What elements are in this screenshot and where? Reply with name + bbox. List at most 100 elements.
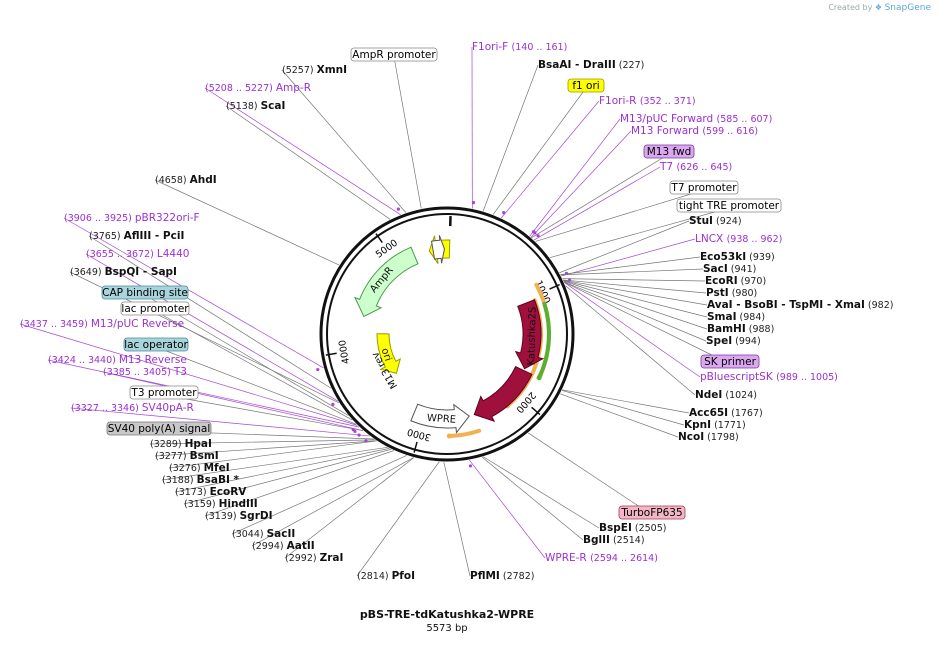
site-label: KpnI (1771) <box>684 419 746 431</box>
feature-tag-box <box>350 47 438 62</box>
site-bglii[interactable]: BglII (2514) <box>583 534 645 546</box>
site-bspei[interactable]: BspEI (2505) <box>599 522 666 534</box>
site-scai[interactable]: (5138) ScaI <box>226 100 285 112</box>
feature-tag-text: lac operator <box>124 339 188 351</box>
primer-lncx[interactable]: LNCX (938 .. 962) <box>695 233 782 245</box>
site-stui[interactable]: StuI (924) <box>689 215 742 227</box>
labels-layer: AmpR promoter F1ori-F (140 .. 161) BsaAI -… <box>20 41 893 582</box>
primer-t7[interactable]: T7 (626 .. 645) <box>659 161 732 173</box>
leader-line <box>492 87 587 215</box>
site-kpni[interactable]: KpnI (1771) <box>684 419 746 431</box>
site-psti[interactable]: PstI (980) <box>706 287 757 299</box>
site-pflmi[interactable]: PflMI (2782) <box>470 570 534 582</box>
primer-wpre-r[interactable]: WPRE-R (2594 .. 2614) <box>545 552 658 564</box>
leader-line <box>528 432 653 516</box>
primer-marker <box>331 402 335 406</box>
site-sgrdi[interactable]: (3139) SgrDI <box>205 510 273 522</box>
primer-pbluescriptsk[interactable]: pBluescriptSK (989 .. 1005) <box>700 371 838 383</box>
primer-label: LNCX (938 .. 962) <box>695 233 782 245</box>
site-acc65i[interactable]: Acc65I (1767) <box>689 407 763 419</box>
leader-line <box>47 359 360 428</box>
primer-m13-forward[interactable]: M13 Forward (599 .. 616) <box>631 125 758 137</box>
site-ecorv[interactable]: (3173) EcoRV <box>175 486 247 498</box>
site-ahdi[interactable]: (4658) AhdI <box>155 174 217 186</box>
primer-marker <box>364 439 368 443</box>
site-saci[interactable]: SacI (941) <box>703 263 756 275</box>
leader-line <box>530 130 632 238</box>
primer-marker <box>316 367 320 372</box>
site-bsmi[interactable]: (3277) BsmI <box>155 450 219 462</box>
primer-pbr322ori-f[interactable]: (3906 .. 3925) pBR322ori-F <box>64 212 200 224</box>
feature-tag-cap-binding-site[interactable]: CAP binding site <box>101 285 189 300</box>
primer-m13-puc-forward[interactable]: M13/pUC Forward (585 .. 607) <box>620 113 772 125</box>
credit-brand: SnapGene <box>884 3 931 13</box>
site-sacii[interactable]: (3044) SacII <box>232 528 295 540</box>
feature-arc <box>447 428 482 438</box>
site-label: (4658) AhdI <box>155 174 217 186</box>
feature-tag-tight-tre-promoter[interactable]: tight TRE promoter <box>676 198 782 213</box>
site-label: (5257) XmnI <box>282 64 347 76</box>
site-bspqi[interactable]: (3649) BspQI - SapI <box>70 266 177 278</box>
site-aatii[interactable]: (2994) AatII <box>252 540 315 552</box>
site-ndei[interactable]: NdeI (1024) <box>695 389 757 401</box>
leader-line <box>356 461 440 577</box>
leader-line <box>533 166 661 241</box>
primer-label: F1ori-F (140 .. 161) <box>472 41 567 53</box>
leader-line <box>563 280 708 330</box>
site-hindiii[interactable]: (3159) HindIII <box>184 498 258 510</box>
primer-l4440[interactable]: (3655 .. 3672) L4440 <box>86 248 189 260</box>
primer-sv40pa-r[interactable]: (3327 .. 3346) SV40pA-R <box>71 402 194 414</box>
feature-katushka2s-b <box>473 365 533 422</box>
site-smai[interactable]: SmaI (984) <box>707 311 765 323</box>
leader-line <box>562 389 690 414</box>
primer-marker <box>471 201 476 205</box>
feature-arc-end <box>536 375 542 381</box>
site-zrai[interactable]: (2992) ZraI <box>285 552 343 564</box>
site-spei[interactable]: SpeI (994) <box>706 335 761 347</box>
primer-f1ori-f[interactable]: F1ori-F (140 .. 161) <box>472 41 567 53</box>
scale-tick-label: 4000 <box>337 339 352 365</box>
site-label: SpeI (994) <box>706 335 761 347</box>
primer-label: M13/pUC Forward (585 .. 607) <box>620 113 772 125</box>
primer-t3[interactable]: (3385 .. 3405) T3 <box>103 366 187 378</box>
site-label: (2814) PfoI <box>357 570 415 582</box>
site-bsabi[interactable]: (3188) BsaBI * <box>162 474 240 486</box>
primer-f1ori-r[interactable]: F1ori-R (352 .. 371) <box>599 95 696 107</box>
leader-line <box>549 207 730 259</box>
feature-tag-ampr-promoter[interactable]: AmpR promoter <box>350 47 438 62</box>
feature-tag-t3-promoter[interactable]: T3 promoter <box>129 385 199 400</box>
site-pfoi[interactable]: (2814) PfoI <box>357 570 415 582</box>
site-bsaai[interactable]: BsaAI - DraIII (227) <box>538 59 644 71</box>
feature-tag-turbofp635[interactable]: TurboFP635 <box>618 505 686 520</box>
feature-tag-text: f1 ori <box>572 80 599 92</box>
site-bamhi[interactable]: BamHI (988) <box>707 323 774 335</box>
primer-amp-r[interactable]: (5208 .. 5227) Amp-R <box>205 82 311 94</box>
primer-m13-reverse[interactable]: (3424 .. 3440) M13 Reverse <box>48 354 187 366</box>
leader-line <box>559 220 690 274</box>
site-eco53ki[interactable]: Eco53kI (939) <box>700 251 775 263</box>
site-label: PflMI (2782) <box>470 570 534 582</box>
feature-tag-f1-ori[interactable]: f1 ori <box>567 78 605 93</box>
site-label: (3173) EcoRV <box>175 486 247 498</box>
site-avai[interactable]: AvaI - BsoBI - TspMI - XmaI (982) <box>707 299 893 311</box>
site-xmni[interactable]: (5257) XmnI <box>282 64 347 76</box>
site-mfei[interactable]: (3276) MfeI <box>169 462 230 474</box>
feature-tag-m13-fwd[interactable]: M13 fwd <box>643 144 695 159</box>
feature-tag-sk-primer[interactable]: SK primer <box>700 354 760 369</box>
site-ncoi[interactable]: NcoI (1798) <box>678 431 739 443</box>
site-afliii[interactable]: (3765) AflIII - PciI <box>89 230 184 242</box>
site-ecori[interactable]: EcoRI (970) <box>705 275 766 287</box>
site-hpai[interactable]: (3289) HpaI <box>150 438 212 450</box>
leader-line <box>560 393 679 438</box>
primer-m13-puc-reverse[interactable]: (3437 .. 3459) M13/pUC Reverse <box>20 318 184 330</box>
leader-line <box>560 268 704 276</box>
feature-tag-lac-promoter[interactable]: lac promoter <box>120 301 190 316</box>
site-label: BspEI (2505) <box>599 522 666 534</box>
site-label: (3139) SgrDI <box>205 510 273 522</box>
leader-line <box>531 153 670 239</box>
feature-tag-t7-promoter[interactable]: T7 promoter <box>669 180 739 195</box>
feature-tag-sv40-poly-a-signal[interactable]: SV40 poly(A) signal <box>106 421 212 436</box>
feature-tag-lac-operator[interactable]: lac operator <box>123 337 188 352</box>
leader-line <box>563 281 701 378</box>
